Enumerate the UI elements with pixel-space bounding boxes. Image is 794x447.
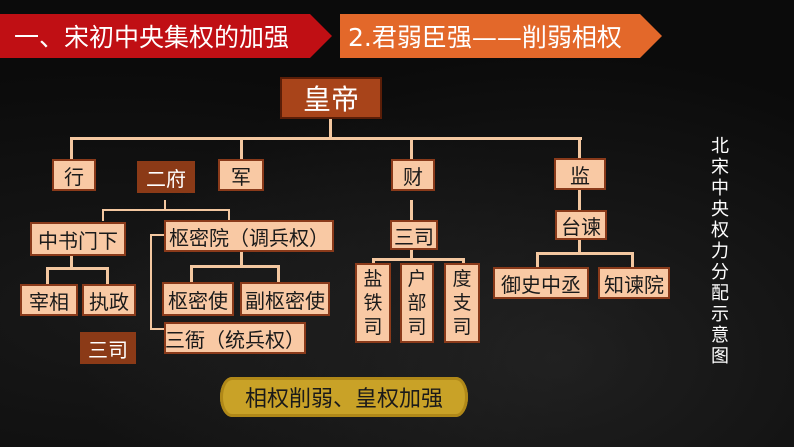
connector <box>164 200 166 210</box>
connector <box>578 240 581 253</box>
duzhisi-char: 支 <box>452 292 472 314</box>
section-title: 一、宋初中央集权的加强 <box>14 23 290 52</box>
connector <box>277 265 280 283</box>
connector <box>462 258 465 266</box>
branch-xing-label: 行 <box>64 164 84 189</box>
zaixiang-box: 宰相 <box>20 284 78 316</box>
connector <box>70 137 582 140</box>
duzhisi-char: 司 <box>452 316 472 338</box>
taijian-box: 台谏 <box>555 210 607 240</box>
connector <box>190 265 280 268</box>
branch-jian-box: 监 <box>554 158 606 190</box>
shumiyuan-box: 枢密院（调兵权） <box>164 220 334 252</box>
emperor-box: 皇帝 <box>280 77 382 119</box>
zhongshumenxia-box: 中书门下 <box>30 222 126 256</box>
branch-cai-label: 财 <box>403 164 423 189</box>
emperor-label: 皇帝 <box>302 83 359 116</box>
san-si-label: 三司 <box>88 337 128 362</box>
duzhisi-char: 度 <box>452 268 472 290</box>
zhizheng-label: 执政 <box>89 289 129 314</box>
er-fu-label: 二府 <box>146 166 186 191</box>
connector <box>240 137 243 161</box>
hubusi-char: 部 <box>407 292 427 314</box>
connector <box>102 209 104 221</box>
branch-cai-box: 财 <box>391 159 435 191</box>
connector <box>536 252 539 268</box>
connector <box>372 258 464 261</box>
branch-xing-box: 行 <box>52 159 96 191</box>
summary-label: 相权削弱、皇权加强 <box>244 387 443 412</box>
shumishi-label: 枢密使 <box>168 288 228 313</box>
connector <box>578 137 581 161</box>
branch-jun-label: 军 <box>231 164 251 189</box>
branch-jun-box: 军 <box>218 159 264 191</box>
summary-banner: 相权削弱、皇权加强 <box>220 377 468 417</box>
connector <box>536 252 634 255</box>
subtitle-banner: 2.君弱臣强——削弱相权 <box>340 14 662 58</box>
connector <box>46 267 108 270</box>
yantiesi-char: 司 <box>363 316 383 338</box>
yantiesi-char: 盐 <box>363 268 383 290</box>
connector <box>46 267 49 285</box>
er-fu-box: 二府 <box>137 161 195 193</box>
shumishi-box: 枢密使 <box>162 282 234 316</box>
zhongshumenxia-label: 中书门下 <box>38 228 118 253</box>
connector <box>106 267 109 285</box>
zhijianyuan-box: 知谏院 <box>598 267 670 299</box>
section-title-banner: 一、宋初中央集权的加强 <box>0 14 332 58</box>
connector <box>578 190 581 210</box>
zhizheng-box: 执政 <box>82 284 136 316</box>
connector <box>150 234 164 236</box>
san-si-box: 三司 <box>390 220 438 250</box>
san-si-label-box: 三司 <box>80 332 136 364</box>
yantiesi-box: 盐 铁 司 <box>355 263 391 343</box>
connector <box>102 209 230 211</box>
taijian-label: 台谏 <box>561 214 601 239</box>
hubusi-box: 户 部 司 <box>400 263 434 343</box>
connector <box>240 252 243 266</box>
connector <box>150 234 152 330</box>
connector <box>150 328 164 330</box>
connector <box>228 209 230 221</box>
zaixiang-label: 宰相 <box>29 289 69 314</box>
san-ya-label: 三衙（统兵权） <box>165 327 305 352</box>
fu-shumishi-label: 副枢密使 <box>245 288 325 313</box>
connector <box>410 249 413 259</box>
connector <box>70 256 73 268</box>
branch-jian-label: 监 <box>570 163 590 188</box>
yantiesi-char: 铁 <box>363 292 383 314</box>
duzhisi-box: 度 支 司 <box>444 263 480 343</box>
connector <box>631 252 634 268</box>
connector <box>410 137 413 161</box>
vertical-title: 北宋中央权力分配示意图 <box>711 136 729 367</box>
san-ya-box: 三衙（统兵权） <box>164 322 306 354</box>
hubusi-char: 户 <box>407 268 427 290</box>
connector <box>190 265 193 283</box>
zhijianyuan-label: 知谏院 <box>604 272 664 297</box>
subtitle: 2.君弱臣强——削弱相权 <box>348 23 622 52</box>
fu-shumishi-box: 副枢密使 <box>240 282 330 316</box>
san-si-box-label: 三司 <box>394 224 434 249</box>
yushizhongcheng-label: 御史中丞 <box>501 272 581 297</box>
connector <box>329 116 332 138</box>
connector <box>70 137 73 161</box>
connector <box>410 200 413 221</box>
connector <box>372 258 375 266</box>
hubusi-char: 司 <box>407 316 427 338</box>
shumiyuan-label: 枢密院（调兵权） <box>169 225 329 250</box>
yushizhongcheng-box: 御史中丞 <box>493 267 589 299</box>
